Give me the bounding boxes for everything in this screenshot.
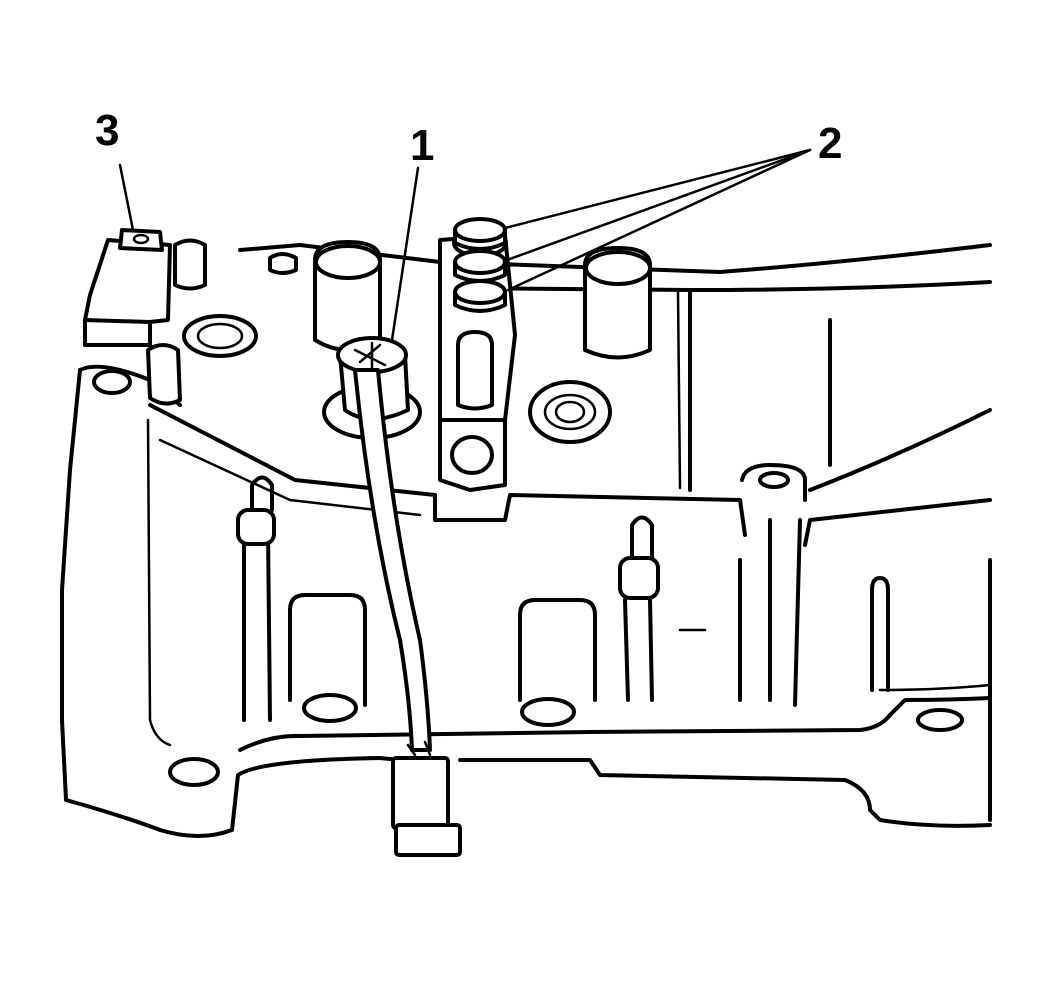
callout-3: 3 xyxy=(95,106,119,155)
leader-line-2b xyxy=(505,148,812,262)
callout-1: 1 xyxy=(410,121,434,170)
leader-line-3 xyxy=(118,163,135,232)
wiring-harness xyxy=(322,336,462,857)
callout-2: 2 xyxy=(818,119,842,168)
flange-bolt-holes xyxy=(92,369,964,787)
pin-bosses xyxy=(236,463,807,722)
bolts xyxy=(452,217,508,313)
upper-case-section xyxy=(238,243,992,547)
left-mounting-block xyxy=(83,228,172,347)
bolt-3 xyxy=(453,279,507,313)
bolt-2 xyxy=(453,249,507,283)
bolt-1 xyxy=(452,217,508,258)
accumulator-caps xyxy=(146,238,652,406)
leader-lines xyxy=(118,148,812,342)
valve-body-bracket xyxy=(438,233,517,422)
pan-ribs xyxy=(288,518,890,707)
leader-line-1 xyxy=(390,166,420,342)
leader-line-2a xyxy=(503,148,812,230)
leader-line-2c xyxy=(506,148,812,292)
